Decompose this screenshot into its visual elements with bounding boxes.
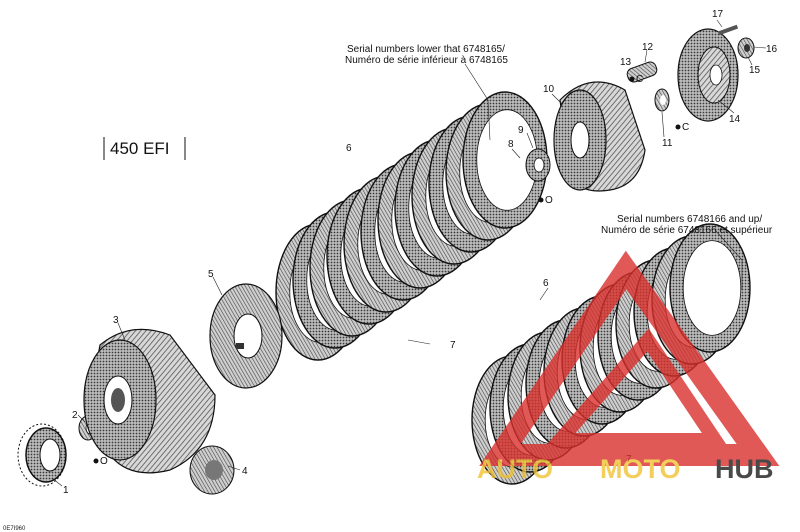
watermark-text-left: AUTO <box>477 454 553 484</box>
model-title-box: 450 EFI <box>103 137 186 160</box>
callout-17: 17 <box>712 9 724 20</box>
callout-13: 13 <box>620 57 632 68</box>
callout-numbers: 1 2 3 4 5 6 7 8 9 10 11 12 13 14 15 16 1… <box>63 9 778 496</box>
part-1-gear-ring <box>17 423 67 487</box>
callout-6: 6 <box>346 143 352 154</box>
part-11-washer <box>654 88 670 112</box>
note-upper-serial-fr: Numéro de série 6748166 et supérieur <box>601 225 773 236</box>
callout-6-lower: 6 <box>543 278 549 289</box>
lubricant-marks: O O C C <box>93 74 689 467</box>
figure-code: 0E7I960 <box>3 526 26 532</box>
callout-3: 3 <box>113 315 119 326</box>
clutch-plate-bore <box>682 240 742 336</box>
part-10-clutch-drum <box>553 81 646 192</box>
callout-2: 2 <box>72 410 78 421</box>
part-13-spring <box>626 61 658 83</box>
note-upper-serial: Serial numbers 6748166 and up/ Numéro de… <box>601 214 773 236</box>
sealant-mark: O <box>100 456 108 467</box>
watermark-text-right: HUB <box>715 454 774 484</box>
note-lower-serial-fr: Numéro de série inférieur à 6748165 <box>345 55 508 66</box>
part-15-nut <box>737 37 755 59</box>
callout-7: 7 <box>450 340 456 351</box>
part-9-thrust-washer <box>525 148 551 182</box>
callout-14: 14 <box>729 114 741 125</box>
sealant-mark: C <box>682 122 689 133</box>
callout-9: 9 <box>518 125 524 136</box>
callout-11: 11 <box>662 138 673 149</box>
part-5-pressure-plate <box>209 283 283 389</box>
callout-4: 4 <box>242 466 248 477</box>
callout-8: 8 <box>508 139 514 150</box>
note-lower-serial-en: Serial numbers lower that 6748165/ <box>347 44 505 55</box>
leader-lines <box>51 19 767 487</box>
part-17-bolt <box>717 24 739 36</box>
part-14-clutch-cover <box>677 28 739 122</box>
callout-12: 12 <box>642 42 654 53</box>
note-lower-serial: Serial numbers lower that 6748165/ Numér… <box>345 44 508 66</box>
callout-10: 10 <box>543 84 555 95</box>
callout-1: 1 <box>63 485 69 496</box>
part-4-inner-hub <box>189 445 235 495</box>
note-upper-serial-en: Serial numbers 6748166 and up/ <box>617 214 762 225</box>
callout-15: 15 <box>749 65 761 76</box>
model-title: 450 EFI <box>110 139 170 158</box>
callout-16: 16 <box>766 44 778 55</box>
sealant-mark: O <box>545 195 553 206</box>
watermark-text-mid: MOTO <box>600 454 681 484</box>
sealant-mark: C <box>636 74 643 85</box>
callout-5: 5 <box>208 269 214 280</box>
watermark-logo: AUTO MOTO HUB <box>477 250 780 484</box>
upper-clutch-plate-stack <box>275 91 548 361</box>
part-3-clutch-housing <box>83 328 216 474</box>
